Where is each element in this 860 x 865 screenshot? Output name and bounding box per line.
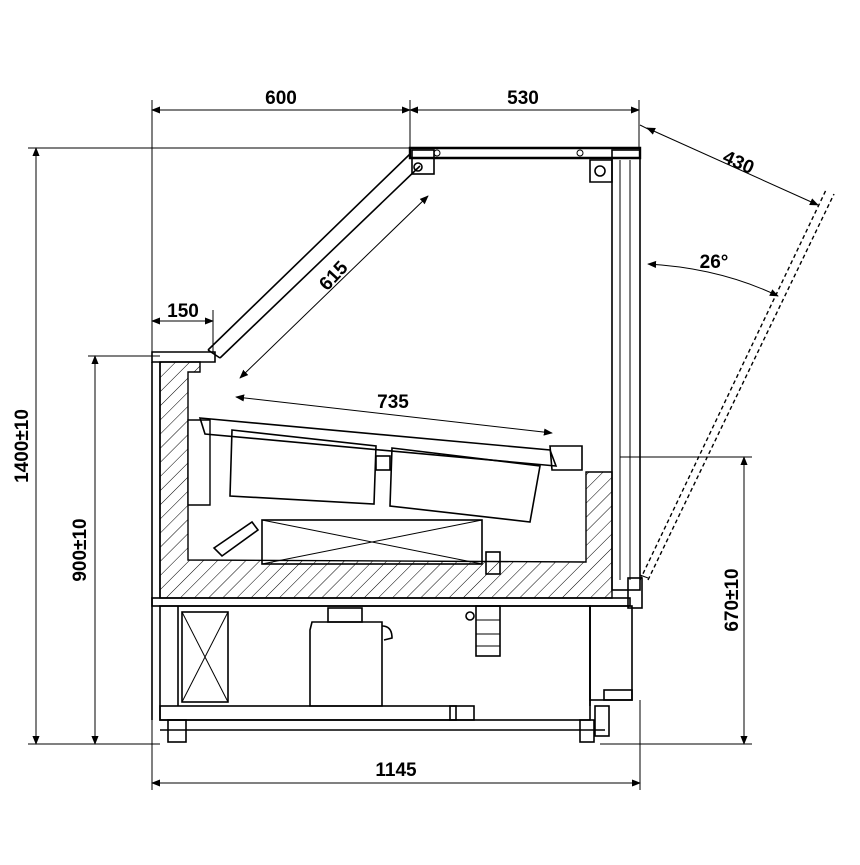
dim-735-label: 735 — [377, 392, 409, 413]
lower-base — [159, 605, 633, 743]
open-glass-dashed — [639, 189, 835, 581]
dim-26deg-label: 26° — [700, 252, 729, 273]
dim-670-label: 670±10 — [722, 568, 743, 631]
dim-615-label: 615 — [315, 257, 352, 295]
dim-600-label: 600 — [265, 88, 297, 109]
dim-1145-label: 1145 — [375, 760, 417, 781]
dim-430-label: 430 — [719, 147, 757, 179]
cabinet-body — [151, 146, 643, 720]
dim-900-label: 900±10 — [70, 518, 91, 581]
dim-1400-label: 1400±10 — [12, 409, 33, 483]
dim-150-label: 150 — [167, 301, 199, 322]
dim-530-label: 530 — [507, 88, 539, 109]
dimension-lines — [28, 100, 819, 790]
